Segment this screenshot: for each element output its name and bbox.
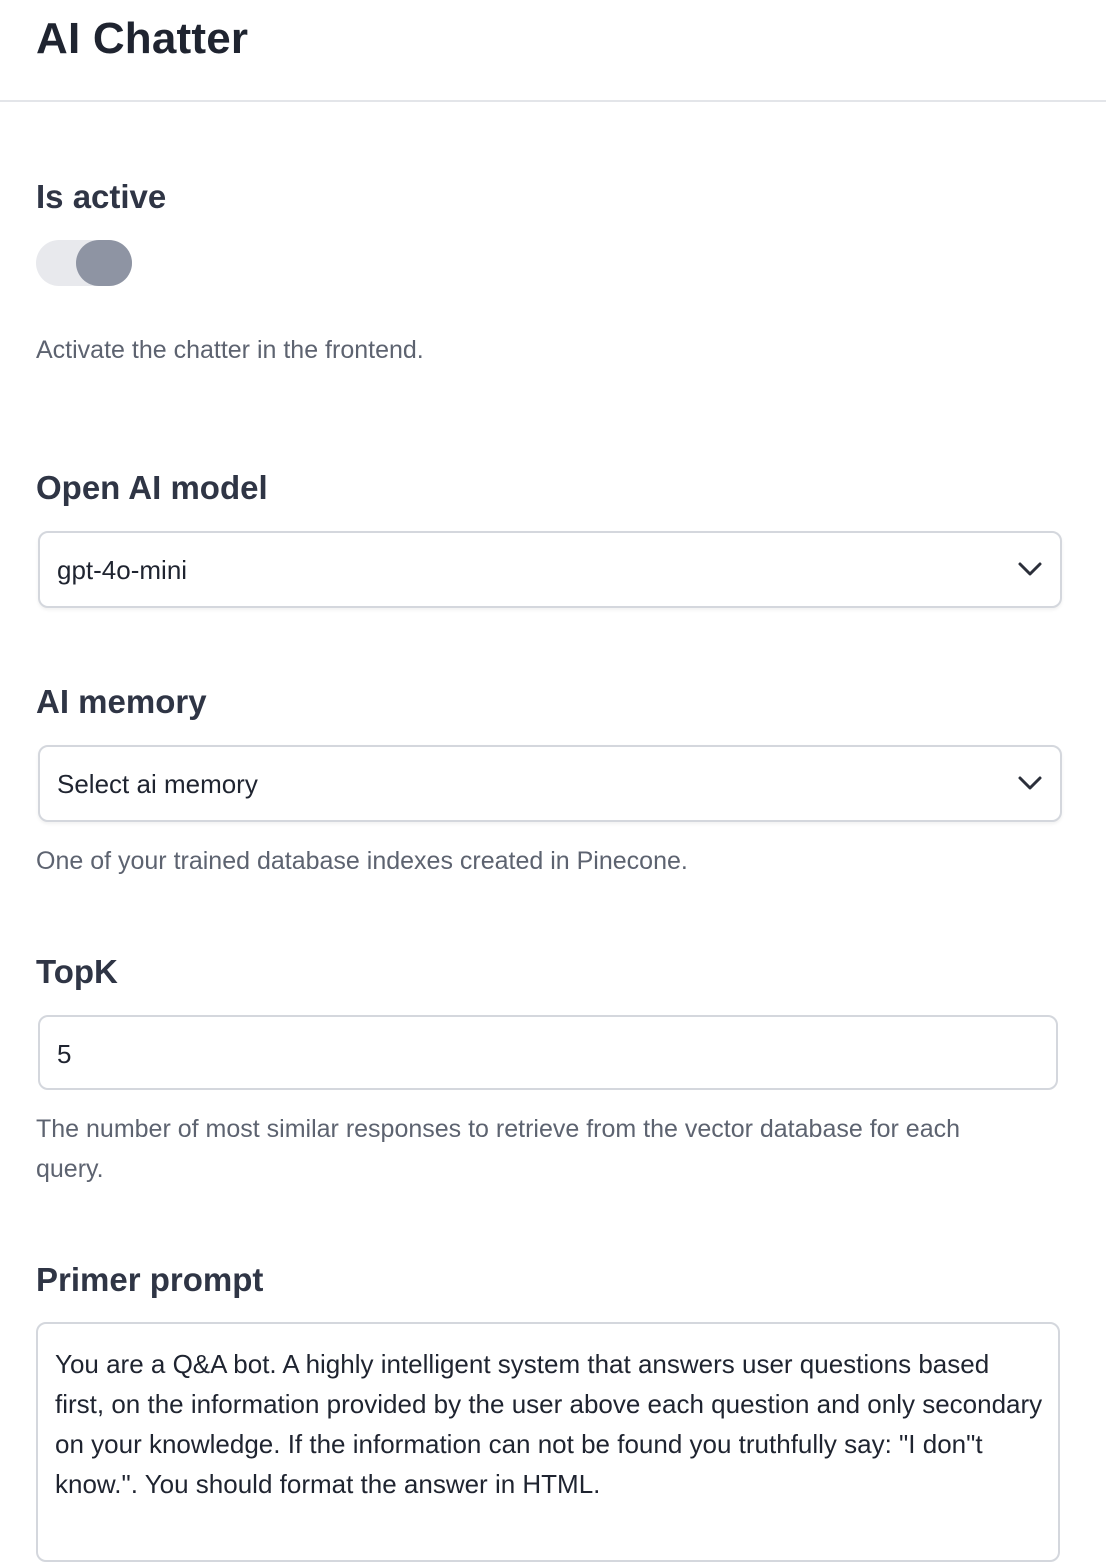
topk-input[interactable]: 5 — [38, 1015, 1058, 1090]
primer-textarea-value: You are a Q&A bot. A highly intelligent … — [55, 1349, 1043, 1499]
memory-label: AI memory — [36, 683, 207, 720]
primer-textarea[interactable]: You are a Q&A bot. A highly intelligent … — [36, 1322, 1060, 1562]
page-title: AI Chatter — [36, 14, 249, 63]
toggle-knob — [76, 240, 132, 286]
page-header: AI Chatter — [0, 0, 1106, 102]
memory-help: One of your trained database indexes cre… — [36, 847, 688, 875]
memory-select[interactable]: Select ai memory — [38, 745, 1062, 822]
is-active-toggle[interactable] — [36, 240, 132, 286]
topk-help: The number of most similar responses to … — [36, 1115, 961, 1183]
topk-label: TopK — [36, 953, 118, 990]
is-active-help: Activate the chatter in the frontend. — [36, 336, 424, 364]
model-select-value: gpt-4o-mini — [57, 555, 188, 585]
primer-label: Primer prompt — [36, 1261, 264, 1298]
chevron-down-icon — [1018, 776, 1042, 790]
model-label: Open AI model — [36, 469, 268, 506]
topk-input-value: 5 — [57, 1039, 72, 1069]
chevron-down-icon — [1018, 562, 1042, 576]
model-select[interactable]: gpt-4o-mini — [38, 531, 1062, 608]
is-active-label: Is active — [36, 178, 167, 215]
memory-select-value: Select ai memory — [57, 769, 258, 799]
